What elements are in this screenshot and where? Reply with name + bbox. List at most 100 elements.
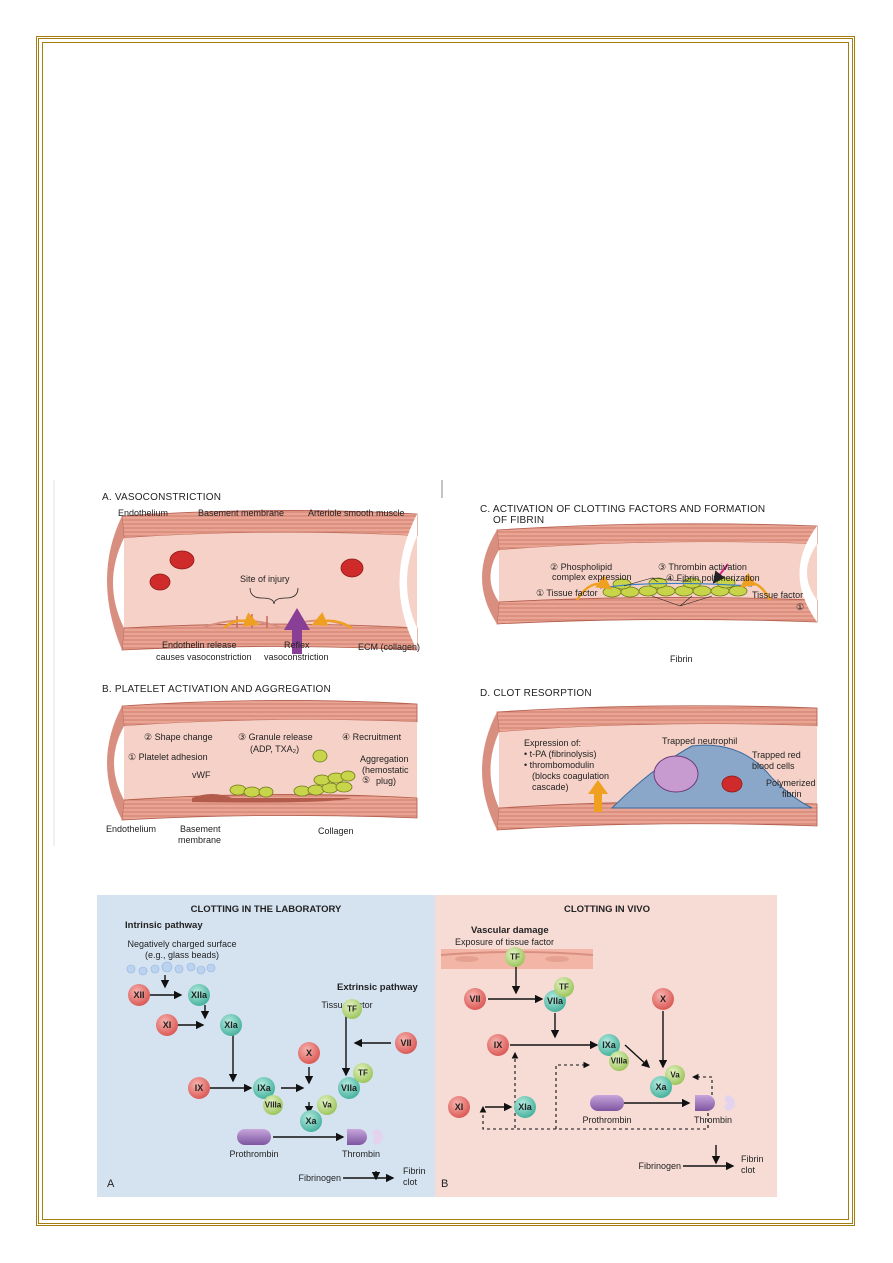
vivo-factor-vii [464,988,486,1010]
fibrin-label-2: clot [403,1177,418,1187]
label-aggregation-num: ⑤ [362,775,370,785]
panel-c-title-2: OF FIBRIN [493,515,544,526]
factor-ixa [253,1077,275,1099]
factor-viiia [263,1095,283,1115]
lab-arrows [149,975,395,1183]
label-smooth-muscle: Arteriole smooth muscle [308,508,405,518]
label-shape-change: ② Shape change [144,732,213,742]
label-phospholipid-1: ② Phospholipid [550,562,612,572]
label-reflex-2: vasoconstriction [264,652,329,662]
factor-ixa-label: IXa [257,1083,272,1093]
surface-label-1: Negatively charged surface [127,939,236,949]
panel-a-vessel [107,510,418,651]
factor-tf-bound [353,1063,373,1083]
factor-xii-label: XII [133,990,144,1000]
label-granule-1: ③ Granule release [238,732,313,742]
vivo-factor-viia-label: VIIa [547,996,564,1006]
vivo-thrombin-label: Thrombin [694,1115,732,1125]
expression-arrow [588,780,608,812]
label-polymerized: Polymerized [766,778,816,788]
prothrombin-shape [237,1129,271,1145]
surface-label-2: (e.g., glass beads) [145,950,219,960]
label-platelet-adhesion: ① Platelet adhesion [128,752,208,762]
label-fibrin: Fibrin [670,654,693,664]
vivo-fibrinogen-label: Fibrinogen [638,1161,681,1171]
factor-xa-label: Xa [305,1116,317,1126]
vivo-factor-x [652,988,674,1010]
factor-xa [300,1110,322,1132]
vivo-factor-tf [505,947,525,967]
factor-x [298,1042,320,1064]
panel-d-title: D. CLOT RESORPTION [480,688,592,699]
lab-panel-bg [97,895,435,1197]
factor-ix [188,1077,210,1099]
vivo-factor-viiia [609,1051,629,1071]
factor-viiia-label: VIIIa [265,1101,282,1110]
factor-tf-top [342,999,362,1019]
label-tpa: • t-PA (fibrinolysis) [524,749,597,759]
coagulation-cascade-figure: CLOTTING IN THE LABORATORY Intrinsic pat… [97,895,777,1197]
label-site-of-injury: Site of injury [240,574,290,584]
factor-tf-top-label: TF [347,1005,357,1014]
reflex-arrow [284,608,310,654]
vivo-factor-xi-label: XI [455,1102,464,1112]
factor-xi-label: XI [163,1020,172,1030]
thrombin-fragment [372,1129,383,1145]
tissue-factor-arrow-right [739,572,772,601]
vivo-corner-letter: B [441,1178,448,1190]
thrombin-label: Thrombin [342,1149,380,1159]
vivo-factor-xia [514,1096,536,1118]
vascular-damage-label: Vascular damage [471,925,549,936]
thrombin-arrow [712,563,729,584]
label-ecm: ECM (collagen) [358,642,420,652]
vivo-factor-xi [448,1096,470,1118]
tissue-factor-arrow-left [575,574,613,601]
factor-tf-bound-label: TF [358,1069,368,1078]
glass-beads [126,961,216,976]
factor-viia-label: VIIa [341,1083,358,1093]
factor-xia-label: XIa [224,1020,239,1030]
label-tissue-factor-right: Tissue factor [752,590,803,600]
lab-title: CLOTTING IN THE LABORATORY [191,904,342,915]
label-vwf: vWF [192,770,211,780]
vasoconstriction-arrow-right [311,612,353,630]
label-aggregation-2: (hemostatic [362,765,409,775]
vivo-fibrin-label-1: Fibrin [741,1154,764,1164]
label-endothelium-b: Endothelium [106,824,156,834]
factor-vii [395,1032,417,1054]
label-endothelin-1: Endothelin release [162,640,237,650]
vivo-arrows [485,967,735,1171]
label-reflex-1: Reflex [284,640,310,650]
vivo-factor-x-label: X [660,994,666,1004]
vivo-factor-tf-label: TF [510,953,520,962]
panel-c-title-1: C. ACTIVATION OF CLOTTING FACTORS AND FO… [480,504,765,515]
thrombin-shape [347,1129,367,1145]
label-expression: Expression of: [524,738,581,748]
vivo-factor-vii-label: VII [469,994,480,1004]
vivo-factor-xa [650,1076,672,1098]
panel-c-vessel [482,523,818,625]
lab-corner-letter: A [107,1178,115,1190]
vivo-factor-ixa-label: IXa [602,1040,617,1050]
label-endothelin-2: causes vasoconstriction [156,652,252,662]
factor-xiia-label: XIIa [191,990,208,1000]
extrinsic-label: Extrinsic pathway [337,982,418,993]
factor-xia [220,1014,242,1036]
label-polymerized-fibrin: fibrin [782,789,802,799]
label-granule-2: (ADP, TXA₂) [250,744,299,754]
label-thrombomodulin: • thrombomodulin [524,760,594,770]
trapped-neutrophil [653,755,699,793]
platelet-plug [229,749,356,798]
label-endothelium-a: Endothelium [118,508,168,518]
vivo-title: CLOTTING IN VIVO [564,904,650,915]
factor-xiia [188,984,210,1006]
resorbing-clot [610,744,813,809]
factor-xi [156,1014,178,1036]
factor-xii [128,984,150,1006]
vivo-factor-ixa [598,1034,620,1056]
label-basement-b2: membrane [178,835,221,845]
label-fibrin-polymerization: ④ Fibrin polymerization [666,573,760,583]
intrinsic-label: Intrinsic pathway [125,920,203,931]
factor-ix-label: IX [195,1083,204,1093]
factor-va [317,1095,337,1115]
